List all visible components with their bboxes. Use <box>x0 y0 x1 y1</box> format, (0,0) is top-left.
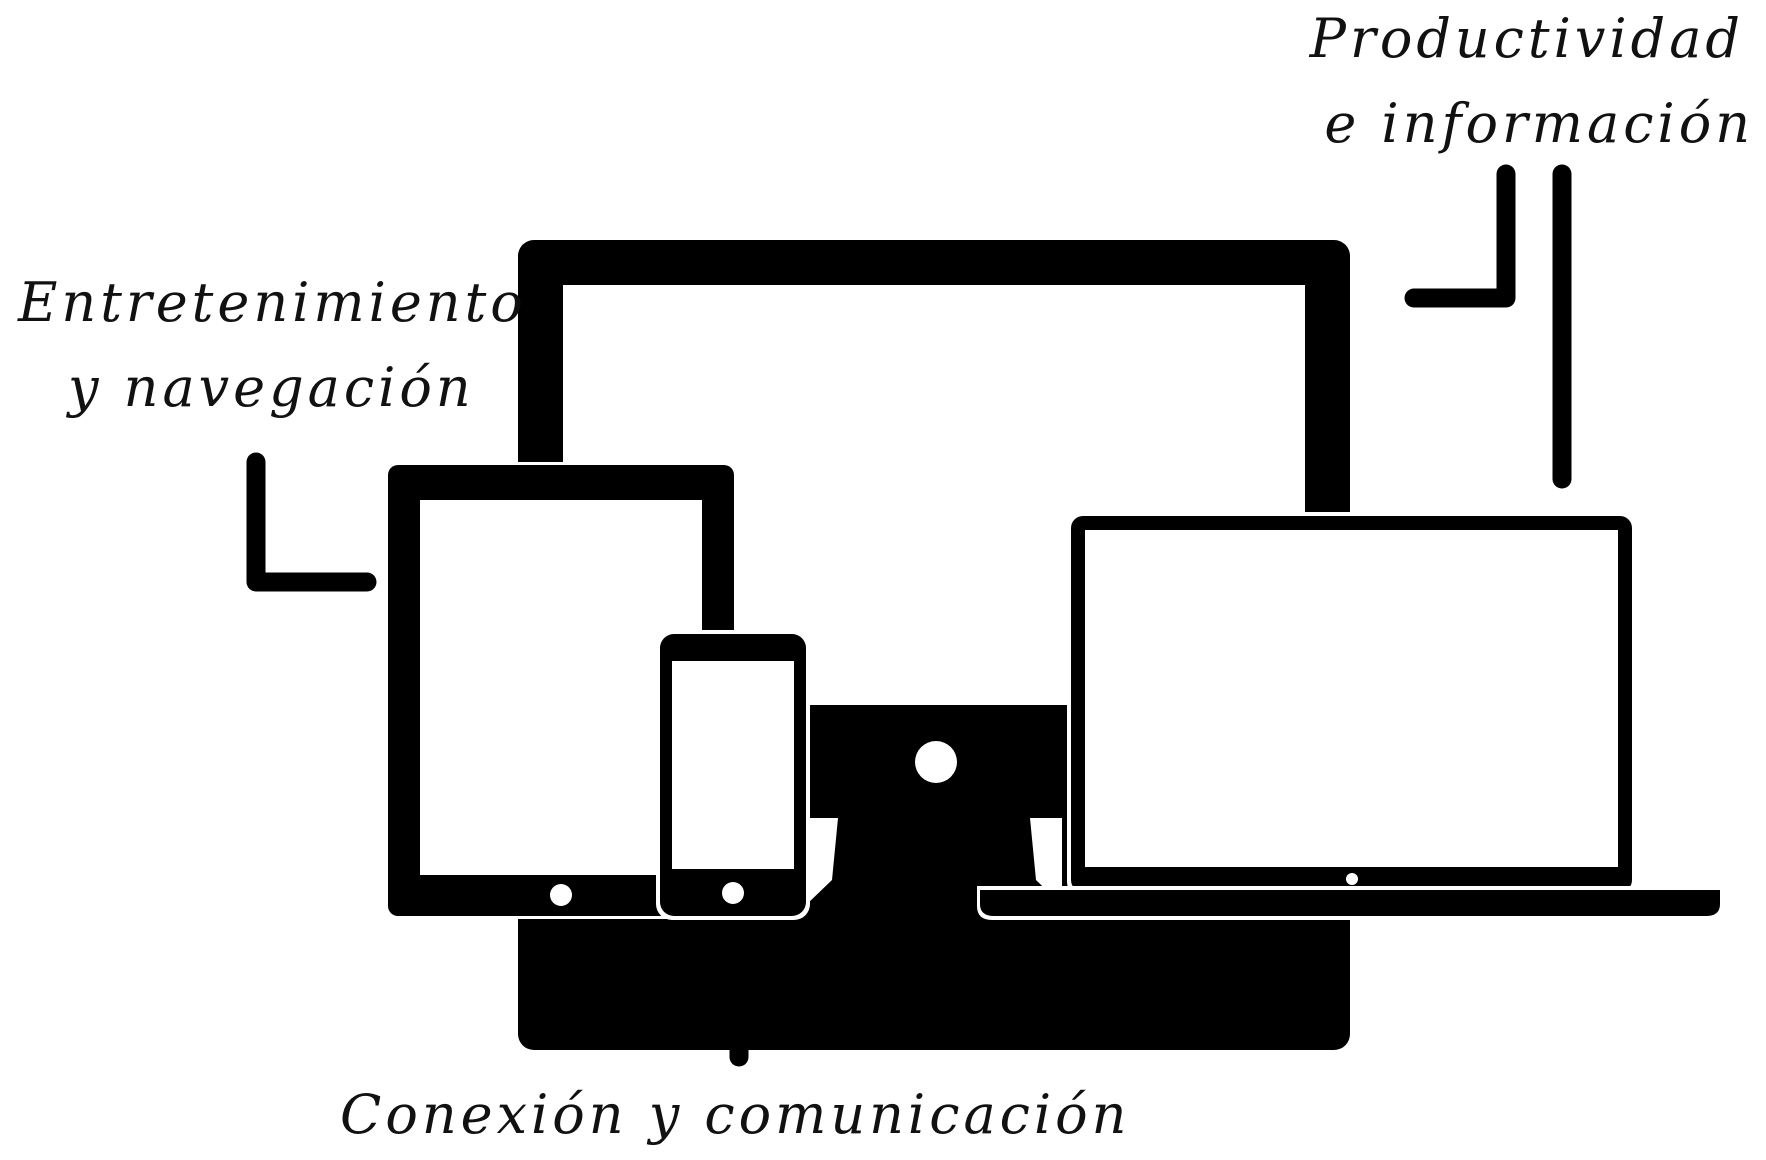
smartphone-home-button <box>722 882 744 904</box>
entertainment-label-line2: y navegación <box>68 356 475 419</box>
entertainment-callout-line <box>246 452 377 592</box>
tablet-screen <box>420 500 702 875</box>
tablet-home-button <box>550 884 572 906</box>
monitor-stand-notch-right <box>1030 818 1062 905</box>
smartphone-screen <box>672 661 794 869</box>
entertainment-label-line1: Entretenimiento <box>18 271 527 334</box>
connection-label: Conexión y comunicación <box>340 1083 1131 1146</box>
tablet-icon <box>385 462 737 919</box>
laptop-camera-dot <box>1346 873 1358 885</box>
laptop-icon <box>977 512 1723 920</box>
smartphone-icon <box>656 630 810 920</box>
productivity-callout-line-short <box>1404 164 1516 308</box>
monitor-camera <box>915 741 957 783</box>
monitor-stand-notch-left <box>806 818 838 905</box>
productivity-label-line2: e información <box>1324 92 1754 155</box>
laptop-base <box>980 890 1720 916</box>
laptop-screen <box>1085 530 1618 867</box>
productivity-label-line1: Productividad <box>1309 7 1744 70</box>
